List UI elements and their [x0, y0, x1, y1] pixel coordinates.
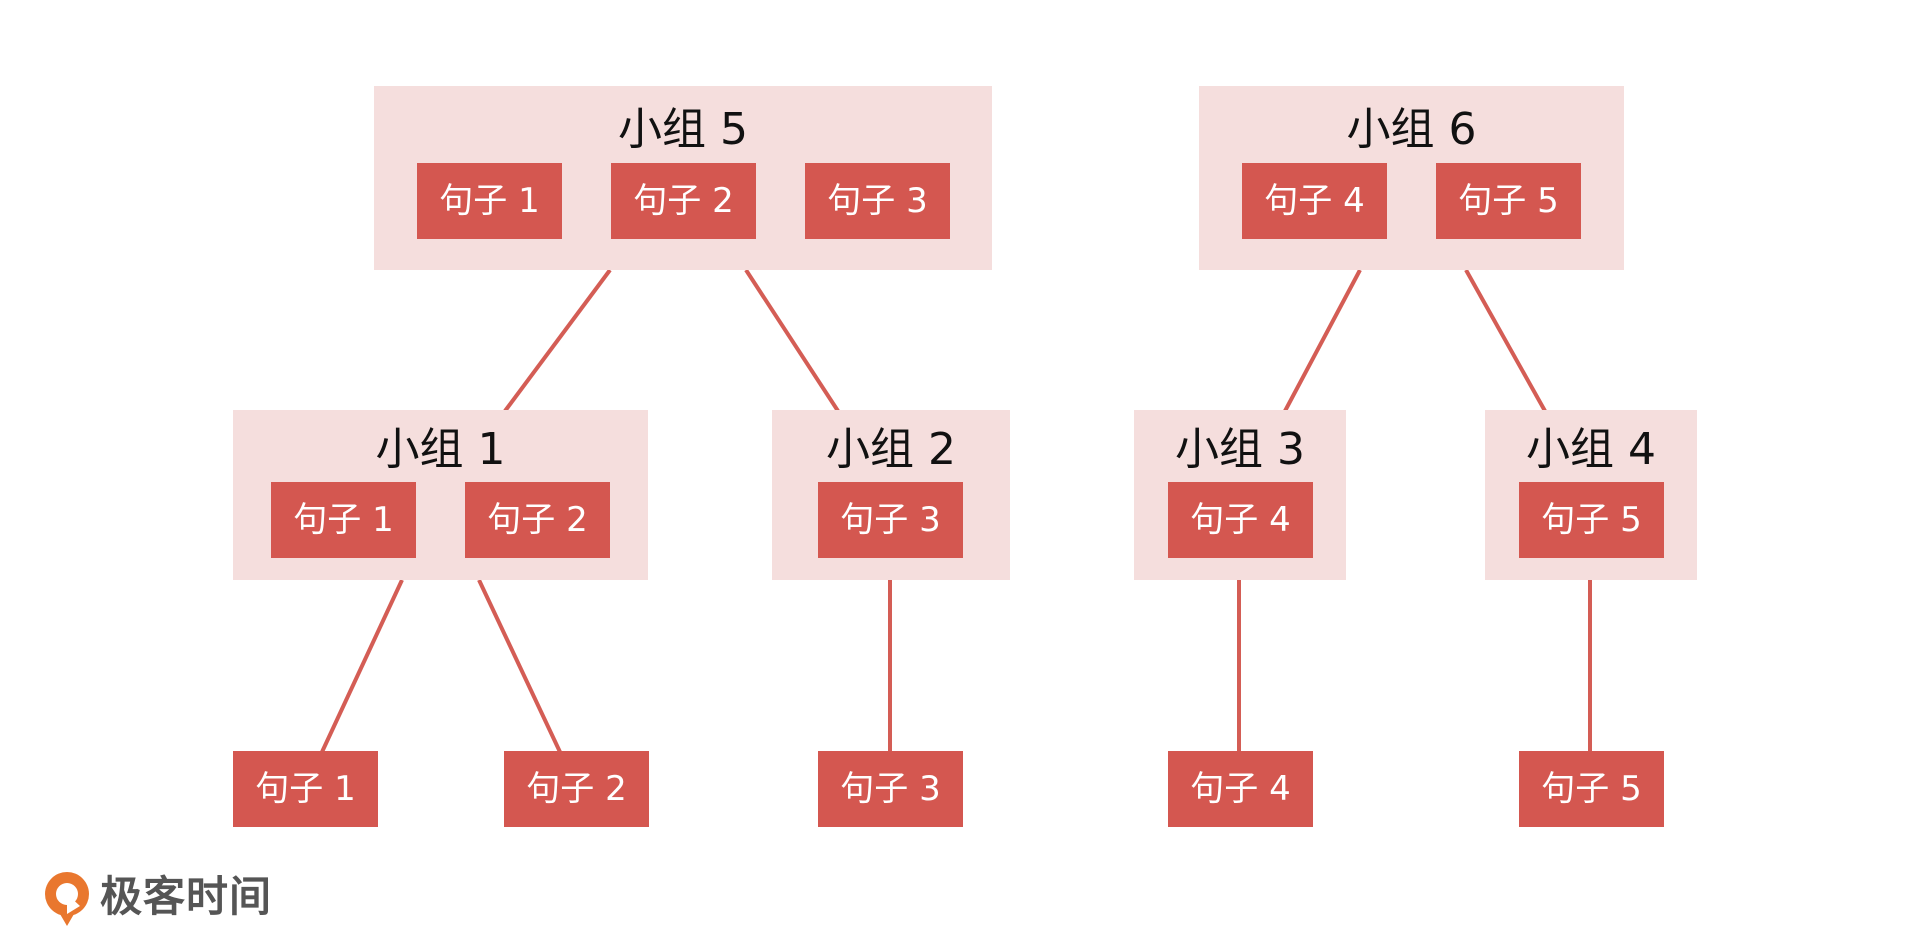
edge-g1-leaf2 [477, 579, 562, 753]
group-title: 小组 2 [826, 424, 956, 475]
sentence-box: 句子 1 [417, 163, 562, 239]
edge-g5-g2 [744, 268, 840, 413]
sentence-box: 句子 3 [805, 163, 950, 239]
group-3: 小组 3 句子 4 [1134, 410, 1346, 580]
group-4: 小组 4 句子 5 [1485, 410, 1697, 580]
sentence-box: 句子 2 [465, 482, 610, 558]
edge-g5-g1 [503, 268, 612, 413]
sentence-box: 句子 2 [611, 163, 756, 239]
leaf-sentence-4: 句子 4 [1168, 751, 1313, 827]
sentence-box: 句子 4 [1168, 482, 1313, 558]
group-title: 小组 3 [1175, 424, 1305, 475]
sentence-box: 句子 3 [818, 482, 963, 558]
sentence-box: 句子 4 [1242, 163, 1387, 239]
sentence-box: 句子 5 [1436, 163, 1581, 239]
leaf-sentence-1: 句子 1 [233, 751, 378, 827]
group-2: 小组 2 句子 3 [772, 410, 1010, 580]
group-title: 小组 4 [1526, 424, 1656, 475]
edge-g1-leaf1 [320, 579, 404, 753]
group-6: 小组 6 句子 4 句子 5 [1199, 86, 1624, 270]
edge-g6-g4 [1464, 269, 1547, 412]
group-title: 小组 1 [375, 424, 506, 475]
edge-g6-g3 [1283, 269, 1362, 412]
leaf-sentence-2: 句子 2 [504, 751, 649, 827]
geektime-logo: 极客时间 [40, 868, 300, 928]
geektime-logo-icon [45, 872, 89, 926]
sentence-box: 句子 5 [1519, 482, 1664, 558]
leaf-sentence-5: 句子 5 [1519, 751, 1664, 827]
logo-text: 极客时间 [100, 872, 273, 921]
leaf-sentence-3: 句子 3 [818, 751, 963, 827]
group-5: 小组 5 句子 1 句子 2 句子 3 [374, 86, 992, 270]
group-title: 小组 6 [1346, 104, 1477, 155]
group-1: 小组 1 句子 1 句子 2 [233, 410, 648, 580]
group-title: 小组 5 [618, 104, 748, 155]
sentence-box: 句子 1 [271, 482, 416, 558]
